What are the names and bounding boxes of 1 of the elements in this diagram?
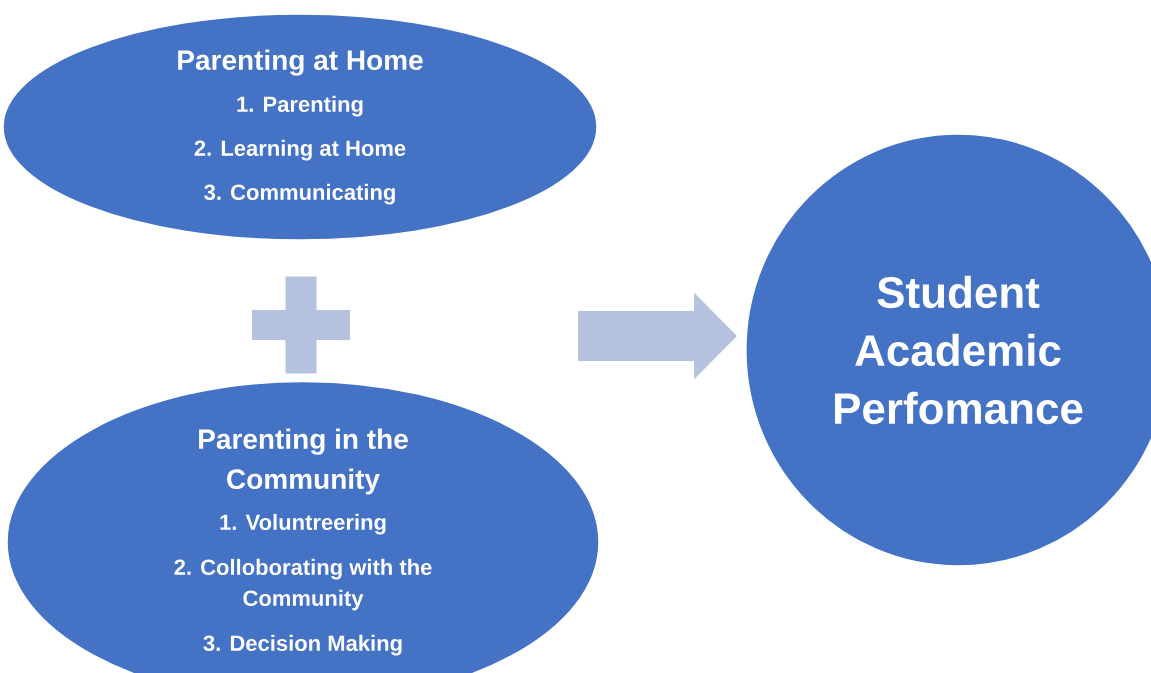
plus-sign [252,276,350,374]
